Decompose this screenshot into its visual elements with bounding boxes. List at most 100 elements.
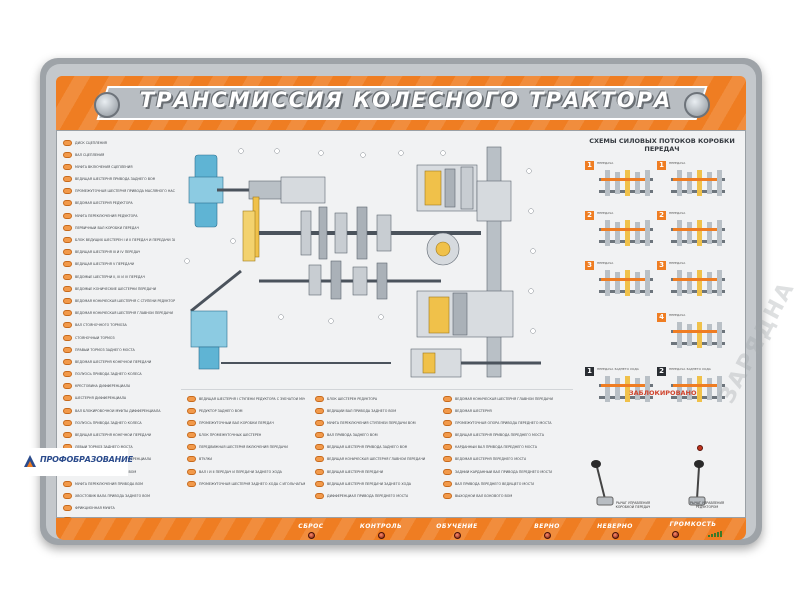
- control-label: КОНТРОЛЬ: [359, 523, 403, 530]
- legend-item[interactable]: ВЕДУЩАЯ ШЕСТЕРНЯ I СТУПЕНИ РЕДУКТОРА С З…: [187, 393, 305, 404]
- legend-item[interactable]: ВЕДУЩАЯ ШЕСТЕРНЯ ПРИВОДА ПЕРЕДНЕГО МОСТА: [443, 430, 565, 441]
- legend-item[interactable]: ВЕДОМАЯ КОНИЧЕСКАЯ ШЕСТЕРНЯ С СТУПЕНИ РЕ…: [63, 295, 175, 306]
- legend-item[interactable]: ФРИКЦИОННАЯ МУФТА: [63, 503, 175, 514]
- legend-item[interactable]: МУФТА ПЕРЕКЛЮЧЕНИЯ ПРИВОДА ВОМ: [63, 478, 175, 489]
- legend-label: МУФТА ПЕРЕКЛЮЧЕНИЯ СТУПЕНЕЙ ПЕРЕДАЧИ ВОМ: [327, 420, 416, 425]
- legend-item[interactable]: ЗАДНИЙ КАРДАННЫЙ ВАЛ ПРИВОДА ПЕРЕДНЕГО М…: [443, 466, 565, 477]
- legend-item[interactable]: ВЕДУЩАЯ ШЕСТЕРНЯ ПЕРЕДАЧИ: [315, 466, 433, 477]
- gear-flow-icon: [671, 170, 725, 196]
- correct-button[interactable]: ВЕРНО: [512, 523, 582, 539]
- legend-item[interactable]: ВЕДОМАЯ ШЕСТЕРНЯ ПЕРЕДНЕГО МОСТА: [443, 454, 565, 465]
- legend-item[interactable]: ВЕДОМАЯ КОНИЧЕСКАЯ ШЕСТЕРНЯ ГЛАВНОЙ ПЕРЕ…: [63, 308, 175, 319]
- legend-item[interactable]: ДИФФЕРЕНЦИАЛ ПРИВОДА ПЕРЕДНЕГО МОСТА: [315, 491, 433, 502]
- reducer-lever-icon[interactable]: [677, 449, 717, 509]
- legend-label: ПОЛУОСЬ ПРИВОДА ЗАДНЕГО КОЛЕСА: [75, 420, 142, 425]
- gear-number: 1: [657, 161, 666, 170]
- indicator-lamp-icon: [315, 407, 324, 414]
- legend-item[interactable]: ДИСК СЦЕПЛЕНИЯ: [63, 137, 175, 148]
- legend-item[interactable]: ПОЛУОСЬ ПРИВОДА ЗАДНЕГО КОЛЕСА: [63, 369, 175, 380]
- legend-item[interactable]: ШЕСТЕРНЯ ДИФФЕРЕНЦИАЛА: [63, 393, 175, 404]
- legend-item[interactable]: ВЕДОМЫЕ КОНИЧЕСКИЕ ШЕСТЕРНИ ПЕРЕДАЧИ: [63, 283, 175, 294]
- legend-label: ЗАДНИЙ КАРДАННЫЙ ВАЛ ПРИВОДА ПЕРЕДНЕГО М…: [455, 469, 553, 474]
- legend-item[interactable]: ПРАВЫЙ ТОРМОЗ ЗАДНЕГО МОСТА: [63, 344, 175, 355]
- legend-item[interactable]: ВАЛ ПРИВОДА ЗАДНЕГО ВОМ: [315, 430, 433, 441]
- legend-item[interactable]: ВЕДОМЫЕ ШЕСТЕРНИ II, III И IV ПЕРЕДАЧ: [63, 271, 175, 282]
- legend-item[interactable]: МУФТА ПЕРЕКЛЮЧЕНИЯ СТУПЕНЕЙ ПЕРЕДАЧИ ВОМ: [315, 417, 433, 428]
- legend-label: ПРОМЕЖУТОЧНАЯ ШЕСТЕРНЯ ПРИВОДА МАСЛЯНОГО…: [75, 189, 175, 194]
- legend-item[interactable]: МУФТА ПЕРЕКЛЮЧЕНИЯ РЕДУКТОРА: [63, 210, 175, 221]
- indicator-lamp-icon: [443, 407, 452, 414]
- indicator-lamp-icon: [63, 188, 72, 195]
- page-title: ТРАНСМИССИЯ КОЛЕСНОГО ТРАКТОРА: [139, 88, 673, 112]
- legend-label: КАРДАННЫЙ ВАЛ ПРИВОДА ПЕРЕДНЕГО МОСТА: [455, 445, 537, 450]
- volume-control[interactable]: ГРОМКОСТЬ: [668, 521, 728, 538]
- legend-item[interactable]: БЛОК ВЕДУЩИХ ШЕСТЕРЕН I И II ПЕРЕДАЧ И П…: [63, 235, 175, 246]
- legend-item[interactable]: ПРОМЕЖУТОЧНАЯ ШЕСТЕРНЯ ПРИВОДА МАСЛЯНОГО…: [63, 186, 175, 197]
- incorrect-button[interactable]: НЕВЕРНО: [580, 523, 650, 539]
- led-icon: [453, 532, 461, 539]
- indicator-lamp-icon: [63, 297, 72, 304]
- legend-label: СТОЯНОЧНЫЙ ТОРМОЗ: [75, 335, 115, 340]
- legend-item[interactable]: ПОЛУОСЬ ПРИВОДА ЗАДНЕГО КОЛЕСА: [63, 417, 175, 428]
- legend-item[interactable]: ВЕДОМАЯ ШЕСТЕРНЯ РЕДУКТОРА: [63, 198, 175, 209]
- control-footer: СБРОС КОНТРОЛЬ ОБУЧЕНИЕ ВЕРНО НЕВЕРНО ГР…: [56, 518, 746, 540]
- legend-item[interactable]: ВЕДОМАЯ ШЕСТЕРНЯ КОНЕЧНОЙ ПЕРЕДАЧИ: [63, 356, 175, 367]
- legend-item[interactable]: КАРДАННЫЙ ВАЛ ПРИВОДА ПЕРЕДНЕГО МОСТА: [443, 442, 565, 453]
- legend-item[interactable]: ВЫХОДНОЙ ВАЛ БОКОВОГО ВОМ: [443, 491, 565, 502]
- legend-item[interactable]: ВЕДУЩАЯ ШЕСТЕРНЯ III И IV ПЕРЕДАЧ: [63, 247, 175, 258]
- led-icon: [377, 532, 385, 539]
- legend-item[interactable]: ВЕДУЩИЙ ВАЛ ПРИВОДА ЗАДНЕГО ВОМ: [315, 405, 433, 416]
- volume-down-icon[interactable]: [672, 531, 679, 538]
- indicator-lamp-icon: [63, 151, 72, 158]
- legend-label: ВЕДОМАЯ ШЕСТЕРНЯ ПЕРЕДНЕГО МОСТА: [455, 457, 527, 462]
- legend-item[interactable]: ПЕРВИЧНЫЙ ВАЛ КОРОБКИ ПЕРЕДАЧ: [63, 222, 175, 233]
- indicator-lamp-icon: [63, 139, 72, 146]
- legend-item[interactable]: ВАЛ БЛОКИРОВОЧНОЙ МУФТЫ ДИФФЕРЕНЦИАЛА: [63, 405, 175, 416]
- legend-item[interactable]: ВЕДОМАЯ ШЕСТЕРНЯ: [443, 405, 565, 416]
- legend-item[interactable]: ВЕДУЩАЯ ШЕСТЕРНЯ ПРИВОДА ЗАДНЕГО ВОМ: [315, 442, 433, 453]
- legend-label: ВЕДУЩАЯ ШЕСТЕРНЯ КОНЕЧНОЙ ПЕРЕДАЧИ: [75, 433, 152, 437]
- control-button[interactable]: КОНТРОЛЬ: [346, 523, 416, 539]
- indicator-lamp-icon: [187, 456, 196, 463]
- legend-item[interactable]: СТОЯНОЧНЫЙ ТОРМОЗ: [63, 332, 175, 343]
- legend-item[interactable]: ВЕДОМАЯ КОНИЧЕСКАЯ ШЕСТЕРНЯ ГЛАВНОЙ ПЕРЕ…: [443, 393, 565, 404]
- legend-item[interactable]: БЛОК ШЕСТЕРЕН РЕДУКТОРА: [315, 393, 433, 404]
- indicator-lamp-icon: [443, 395, 452, 402]
- legend-item[interactable]: РЕДУКТОР ЗАДНЕГО ВОМ: [187, 405, 305, 416]
- legend-item[interactable]: ВАЛ СЦЕПЛЕНИЯ: [63, 149, 175, 160]
- legend-item[interactable]: ВЕДУЩАЯ КОНИЧЕСКАЯ ШЕСТЕРНЯ ГЛАВНОЙ ПЕРЕ…: [315, 454, 433, 465]
- legend-item[interactable]: ПЕРЕДВИЖНАЯ ШЕСТЕРНЯ ВКЛЮЧЕНИЯ ПЕРЕДАЧИ: [187, 442, 305, 453]
- reset-label: СБРОС: [298, 523, 324, 530]
- legend-item[interactable]: ПРОМЕЖУТОЧНАЯ ШЕСТЕРНЯ ЗАДНЕГО ХОДА С ИГ…: [187, 478, 305, 489]
- power-led-icon: [697, 445, 703, 451]
- legend-item[interactable]: ВАЛ I И II ПЕРЕДАЧ И ПЕРЕДАЧИ ЗАДНЕГО ХО…: [187, 466, 305, 477]
- legend-item[interactable]: КРЕСТОВИНА ДИФФЕРЕНЦИАЛА: [63, 381, 175, 392]
- indicator-lamp-icon: [63, 163, 72, 170]
- reset-button[interactable]: СБРОС: [276, 523, 346, 539]
- legend-label: ВАЛ ПРИВОДА ПЕРЕДНЕГО ВЕДУЩЕГО МОСТА: [455, 481, 535, 486]
- legend-item[interactable]: ПРОМЕЖУТОЧНАЯ ОПОРА ПРИВОДА ПЕРЕДНЕГО МО…: [443, 417, 565, 428]
- training-button[interactable]: ОБУЧЕНИЕ: [422, 523, 492, 539]
- legend-label: ВЕДУЩАЯ ШЕСТЕРНЯ I СТУПЕНИ РЕДУКТОРА С З…: [199, 396, 305, 401]
- indicator-lamp-icon: [315, 493, 324, 499]
- legend-item[interactable]: ВЕДУЩАЯ ШЕСТЕРНЯ КОНЕЧНОЙ ПЕРЕДАЧИ: [63, 430, 175, 441]
- gearbox-lever-icon[interactable]: [585, 449, 625, 509]
- legend-item[interactable]: ПРОМЕЖУТОЧНЫЙ ВАЛ КОРОБКИ ПЕРЕДАЧ: [187, 417, 305, 428]
- legend-item[interactable]: ХВОСТОВИК ВАЛА ПРИВОДА ЗАДНЕГО ВОМ: [63, 490, 175, 501]
- gear-flow-icon: [671, 270, 725, 296]
- legend-item[interactable]: БЛОК ПРОМЕЖУТОЧНЫХ ШЕСТЕРЕН: [187, 430, 305, 441]
- legend-label: ВЕДУЩАЯ ШЕСТЕРНЯ ПРИВОДА ПЕРЕДНЕГО МОСТА: [455, 433, 545, 438]
- legend-item[interactable]: ВЕДУЩАЯ ШЕСТЕРНЯ V ПЕРЕДАЧИ: [63, 259, 175, 270]
- legend-item[interactable]: ВАЛ ПРИВОДА ПЕРЕДНЕГО ВЕДУЩЕГО МОСТА: [443, 478, 565, 489]
- legend-item[interactable]: ВТУЛКА: [187, 454, 305, 465]
- legend-item[interactable]: ВАЛ СТОЯНОЧНОГО ТОРМОЗА: [63, 320, 175, 331]
- legend-item[interactable]: ВЕДУЩАЯ ШЕСТЕРНЯ ПРИВОДА ЗАДНЕГО ВОМ: [63, 174, 175, 185]
- legend-label: ХВОСТОВИК ВАЛА ПРИВОДА ЗАДНЕГО ВОМ: [75, 493, 150, 498]
- legend-item[interactable]: ВЕДУЩАЯ ШЕСТЕРНЯ ПЕРЕДАЧИ ЗАДНЕГО ХОДА: [315, 478, 433, 489]
- transmission-diagram: [184, 146, 541, 378]
- legend-item[interactable]: МУФТА ВКЛЮЧЕНИЯ СЦЕПЛЕНИЯ: [63, 161, 175, 172]
